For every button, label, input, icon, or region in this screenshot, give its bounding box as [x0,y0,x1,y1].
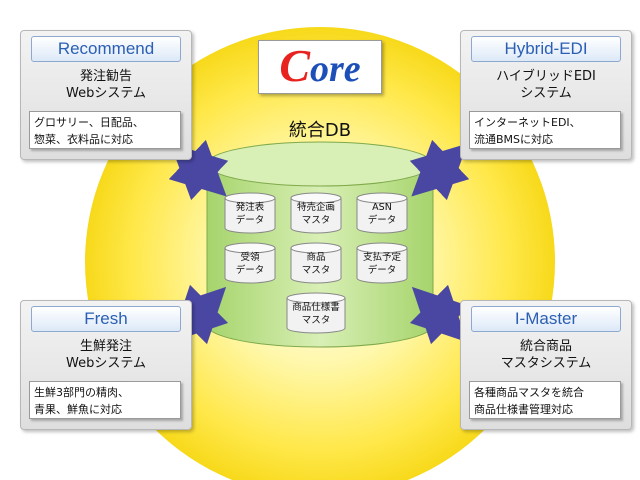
module-name: Recommend [31,36,181,62]
db-table-label: 発注表 データ [235,202,265,226]
module-name: Hybrid-EDI [471,36,621,62]
db-table: 支払予定 データ [356,242,408,284]
module-description-line: 生鮮3部門の精肉、 [34,386,129,399]
module-description-line: 惣菜、衣料品に対応 [34,133,133,146]
module-subtitle: 統合商品 マスタシステム [461,338,631,372]
module-subtitle-line: Webシステム [66,86,146,101]
module-panel-fresh: Fresh 生鮮発注 Webシステム 生鮮3部門の精肉、 青果、鮮魚に対応 [20,300,192,430]
db-table-label: ASN データ [367,202,397,226]
arrow-hybrid-edi [409,139,470,201]
module-description-line: 各種商品マスタを統合 [474,386,584,399]
db-title: 統合DB [288,120,352,141]
module-description-line: 商品仕様書管理対応 [474,403,573,416]
arrows [168,139,470,345]
db-table: 商品仕様書 マスタ [286,292,346,334]
db-table: 特売企画 マスタ [290,192,342,234]
module-description: グロサリー、日配品、 惣菜、衣料品に対応 [29,111,181,149]
module-description-line: グロサリー、日配品、 [34,116,144,129]
core-logo: Core [258,40,382,94]
db-table-label: 商品 マスタ [301,252,331,276]
db-table: 商品 マスタ [290,242,342,284]
table-cylinder-icon [224,242,276,284]
core-logo-initial: C [279,40,311,91]
table-cylinder-icon [224,192,276,234]
db-table: ASN データ [356,192,408,234]
module-description: 各種商品マスタを統合 商品仕様書管理対応 [469,381,621,419]
module-subtitle-line: ハイブリッドEDI [496,69,596,84]
module-description: 生鮮3部門の精肉、 青果、鮮魚に対応 [29,381,181,419]
table-cylinder-icon [290,242,342,284]
module-subtitle: 生鮮発注 Webシステム [21,338,191,372]
module-panel-i-master: I-Master 統合商品 マスタシステム 各種商品マスタを統合 商品仕様書管理… [460,300,632,430]
module-subtitle-line: マスタシステム [500,356,592,371]
module-subtitle-line: 統合商品 [519,339,572,354]
db-table: 発注表 データ [224,192,276,234]
module-name: I-Master [471,306,621,332]
module-subtitle-line: 発注勧告 [79,69,132,84]
module-name: Fresh [31,306,181,332]
module-description-line: 青果、鮮魚に対応 [34,403,122,416]
table-cylinder-icon [356,192,408,234]
module-panel-recommend: Recommend 発注勧告 Webシステム グロサリー、日配品、 惣菜、衣料品… [20,30,192,160]
arrow-fresh [168,284,229,345]
db-table-label: 商品仕様書 マスタ [292,302,340,326]
module-subtitle: 発注勧告 Webシステム [21,68,191,102]
table-cylinder-icon [356,242,408,284]
table-cylinder-icon [290,192,342,234]
arrow-i-master [409,284,470,345]
module-panel-hybrid-edi: Hybrid-EDI ハイブリッドEDI システム インターネットEDI、 流通… [460,30,632,160]
module-subtitle-line: 生鮮発注 [79,339,132,354]
module-description-line: インターネットEDI、 [474,116,581,129]
module-subtitle-line: Webシステム [66,356,146,371]
module-description: インターネットEDI、 流通BMSに対応 [469,111,621,149]
table-cylinder-icon [286,292,346,334]
module-subtitle-line: システム [520,86,572,101]
db-table-label: 支払予定 データ [362,252,401,276]
db-table-label: 受領 データ [235,252,265,276]
arrow-recommend [168,139,229,201]
db-table-label: 特売企画 マスタ [296,202,335,226]
module-description-line: 流通BMSに対応 [474,133,554,146]
core-logo-rest: ore [310,48,361,90]
module-subtitle: ハイブリッドEDI システム [461,68,631,102]
db-table: 受領 データ [224,242,276,284]
